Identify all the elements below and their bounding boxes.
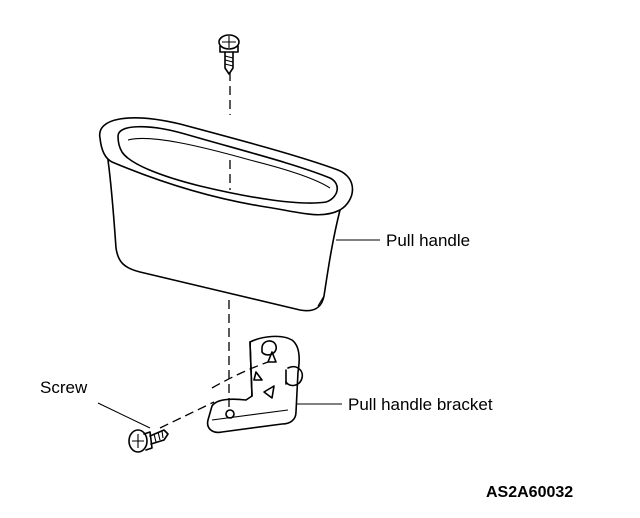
figure-code: AS2A60032 bbox=[486, 484, 573, 501]
top-screw bbox=[218, 34, 240, 75]
screw-label: Screw bbox=[40, 378, 88, 397]
side-screw bbox=[128, 429, 169, 453]
pull-handle-bracket-label: Pull handle bracket bbox=[348, 395, 493, 414]
pull-handle-bracket bbox=[206, 335, 304, 434]
assembly-axis bbox=[159, 72, 269, 429]
pull-handle-label: Pull handle bbox=[386, 231, 470, 250]
pull-handle bbox=[99, 117, 354, 312]
leader-lines bbox=[97, 239, 380, 429]
